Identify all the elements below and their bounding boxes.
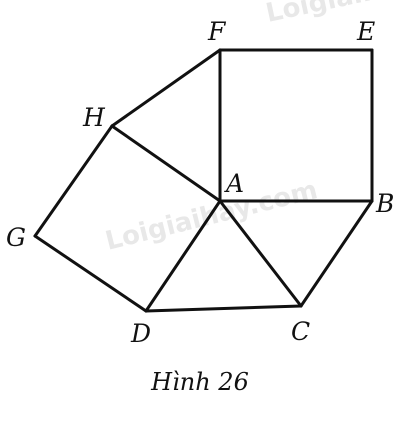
vertex-label-H: H <box>82 103 106 132</box>
watermark-top: Loigiaihay.com <box>263 0 400 29</box>
edge-HG <box>33 124 114 238</box>
vertex-label-F: F <box>207 17 227 46</box>
edge-DA <box>144 199 222 313</box>
edge-AC <box>218 199 303 308</box>
vertex-label-E: E <box>356 17 375 46</box>
vertex-label-G: G <box>6 223 26 252</box>
figure-caption: Hình 26 <box>150 368 249 396</box>
edge-CB <box>299 199 374 308</box>
vertex-label-C: C <box>291 317 310 346</box>
edge-FH <box>110 48 222 128</box>
edge-HA <box>110 124 222 203</box>
edge-GD <box>33 234 148 313</box>
vertex-label-A: A <box>224 169 244 198</box>
vertex-label-B: B <box>375 189 394 218</box>
edge-DC <box>144 304 303 313</box>
vertex-label-D: D <box>130 319 151 348</box>
